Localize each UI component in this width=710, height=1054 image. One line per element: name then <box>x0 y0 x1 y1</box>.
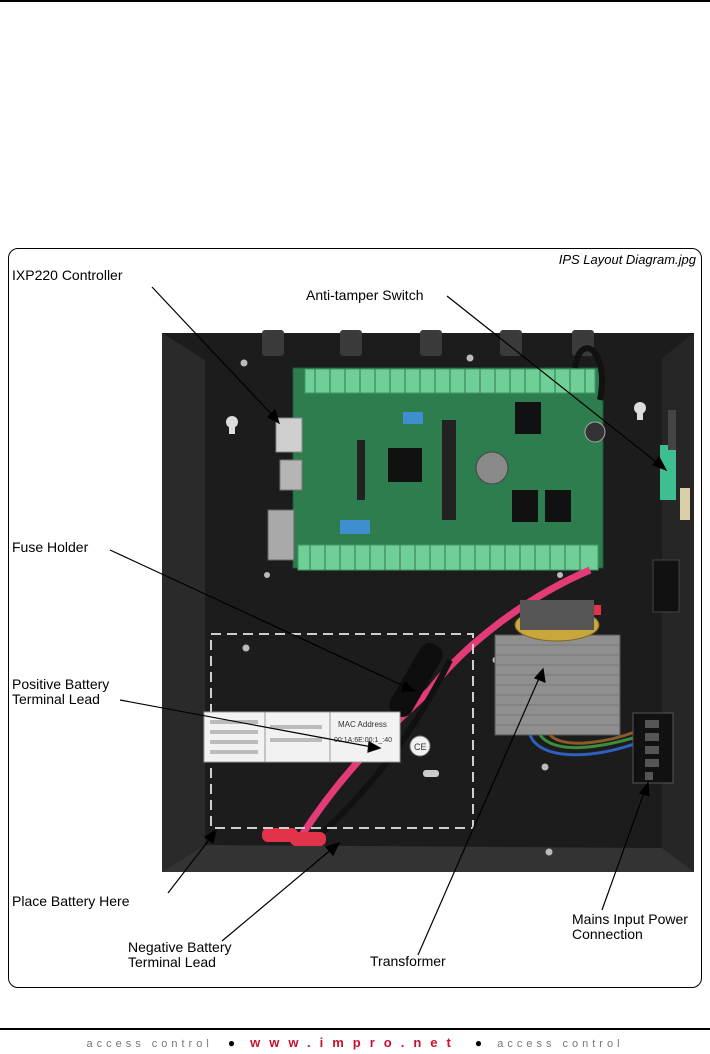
leader-place-battery <box>167 835 213 894</box>
label-negative-lead-line2: Terminal Lead <box>128 954 216 970</box>
footer-bullet-icon: ● <box>474 1036 483 1050</box>
leader-controller <box>151 286 276 419</box>
coin-battery <box>475 451 509 485</box>
label-negative-lead: Negative Battery Terminal Lead <box>128 940 232 970</box>
fuse-holder-body <box>389 643 443 717</box>
label-transformer: Transformer <box>370 953 446 969</box>
enclosure-left-wall <box>162 333 205 872</box>
label-mains-input: Mains Input Power Connection <box>572 912 688 942</box>
leader-negative-lead <box>221 847 334 942</box>
figure-caption: IPS Layout Diagram.jpg <box>558 252 696 267</box>
main-chip <box>388 448 422 482</box>
leader-mains-input <box>601 789 646 911</box>
relay-3 <box>545 490 571 522</box>
battery-zone <box>210 633 474 829</box>
leader-positive-lead <box>119 699 373 748</box>
ethernet-port <box>275 417 303 453</box>
tamper-wire <box>572 345 605 401</box>
leader-anti-tamper <box>446 295 661 466</box>
leader-fuse-holder <box>109 549 409 689</box>
mac-address-title: MAC Address <box>338 720 387 729</box>
top-rule <box>0 0 710 2</box>
ce-mark <box>409 735 431 757</box>
label-mains-input-line2: Connection <box>572 926 643 942</box>
positive-connector <box>262 828 298 842</box>
label-fuse-holder: Fuse Holder <box>12 539 89 555</box>
label-controller: IXP220 Controller <box>12 267 123 283</box>
page-footer: access control ● www.impro.net ● access … <box>0 1035 710 1050</box>
side-bracket <box>652 559 680 613</box>
capacitor <box>584 421 606 443</box>
serial-port <box>267 509 295 561</box>
relay-2 <box>512 490 538 522</box>
terminal-strip-bottom <box>297 544 599 571</box>
figure-frame <box>8 248 702 988</box>
label-positive-lead-line2: Terminal Lead <box>12 691 100 707</box>
label-positive-lead-line1: Positive Battery <box>12 676 110 692</box>
label-place-battery: Place Battery Here <box>12 893 130 909</box>
card-slot <box>279 459 303 491</box>
svg-text:CE: CE <box>414 742 427 752</box>
footer-website-link[interactable]: www.impro.net <box>250 1035 460 1050</box>
footer-bullet-icon: ● <box>227 1036 236 1050</box>
mac-address-value: 00:1A:6E:00:1_:40 <box>334 737 392 744</box>
label-negative-lead-line1: Negative Battery <box>128 939 232 955</box>
ribbon-header <box>442 420 456 520</box>
leader-transformer <box>417 675 541 956</box>
label-anti-tamper: Anti-tamper Switch <box>306 287 424 303</box>
label-positive-lead: Positive Battery Terminal Lead <box>12 677 109 707</box>
negative-connector <box>290 832 326 846</box>
tamper-switch-body <box>660 445 676 500</box>
enclosure-bottom-lip <box>162 845 694 872</box>
footer-left-text: access control <box>86 1038 213 1050</box>
label-mains-input-line1: Mains Input Power <box>572 911 688 927</box>
vent-slot <box>423 770 439 777</box>
bottom-rule <box>0 1028 710 1030</box>
relay-1 <box>515 402 541 434</box>
footer-right-text: access control <box>497 1038 624 1050</box>
